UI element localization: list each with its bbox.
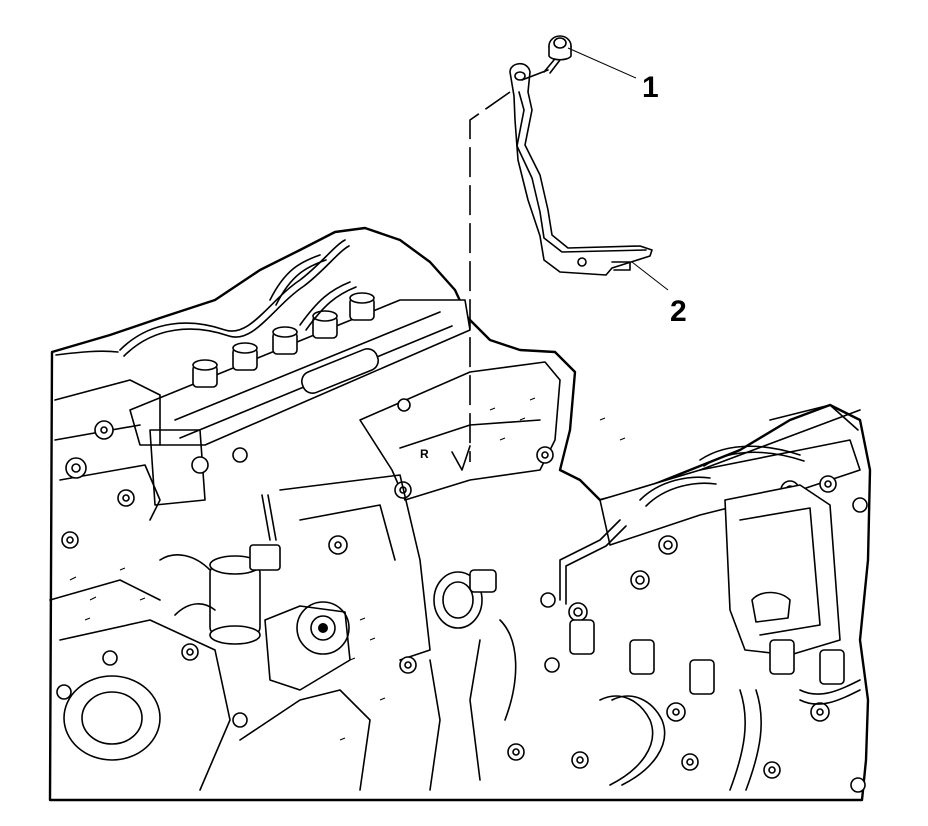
assembly-leader-lines [469,47,669,462]
support-bracket [509,62,653,276]
callout-1-label: 1 [642,71,659,104]
surface-texture [69,397,626,741]
bracket-mounting-dashed-line [469,91,511,462]
engine-outline [48,226,872,802]
callout-1-leader [567,47,637,79]
bracket-bolt [543,35,572,74]
callout-2-leader [631,261,669,291]
right-bank-cover [699,404,868,656]
side-marking-letter: R [420,447,429,461]
fuel-rail-left [129,299,471,446]
cylinder-head-left [54,379,248,549]
front-housing-left [49,579,371,791]
callout-2-label: 2 [670,295,687,328]
bolt-alignment-line [521,69,549,81]
injectors-right [507,619,866,793]
fuel-pump [159,494,351,691]
fuel-lines-left [55,239,357,357]
intake-manifold: R [359,361,561,501]
engine-assembly: R [48,226,872,802]
wiring-harness-right [399,592,861,791]
throttle-body [279,474,497,661]
